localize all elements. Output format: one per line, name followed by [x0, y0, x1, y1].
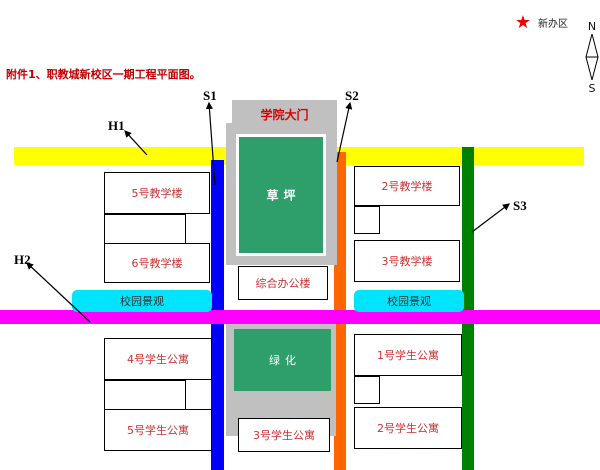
building-teaching-3: 3号教学楼 — [354, 240, 460, 282]
road-label-h2: H2 — [14, 252, 31, 267]
campus-gate-label: 学院大门 — [260, 107, 309, 122]
building-dorm-4: 4号学生公寓 — [104, 338, 212, 380]
building-office: 综合办公楼 — [238, 266, 328, 300]
road-label-s1: S1 — [203, 88, 217, 103]
page-title: 附件1、职教城新校区一期工程平面图。 — [6, 68, 201, 81]
compass-needle-icon — [585, 34, 599, 80]
building-teaching-2-annex — [354, 206, 380, 234]
building-dorm-2: 2号学生公寓 — [354, 407, 462, 449]
road-label-s2: S2 — [345, 88, 359, 103]
legend-label: 新办区 — [538, 19, 568, 30]
building-dorm-1: 1号学生公寓 — [354, 334, 462, 376]
road-label-h1: H1 — [108, 118, 125, 133]
building-teaching-6: 6号教学楼 — [104, 243, 210, 283]
greening-area: 绿化 — [234, 329, 331, 391]
building-teaching-2: 2号教学楼 — [354, 166, 460, 206]
building-dorm-4-annex — [104, 380, 186, 410]
greening-label: 绿化 — [269, 354, 301, 367]
building-teaching-5: 5号教学楼 — [104, 172, 210, 214]
road-h2 — [0, 310, 600, 324]
building-dorm-3: 3号学生公寓 — [238, 418, 330, 452]
landscape-left: 校园景观 — [72, 290, 212, 312]
road-label-s3: S3 — [513, 198, 527, 213]
star-icon: ★ — [514, 12, 532, 33]
compass-north-label: N — [587, 20, 597, 33]
lawn-label: 草坪 — [266, 188, 301, 203]
road-s3 — [462, 147, 474, 470]
building-teaching-5-annex — [104, 214, 186, 244]
lawn-fill: 草坪 — [239, 137, 323, 253]
landscape-right: 校园景观 — [354, 290, 464, 312]
lawn-area: 草坪 — [236, 134, 326, 256]
building-dorm-5: 5号学生公寓 — [104, 409, 212, 451]
building-dorm-1-annex — [354, 376, 380, 404]
compass-south-label: S — [588, 82, 596, 95]
